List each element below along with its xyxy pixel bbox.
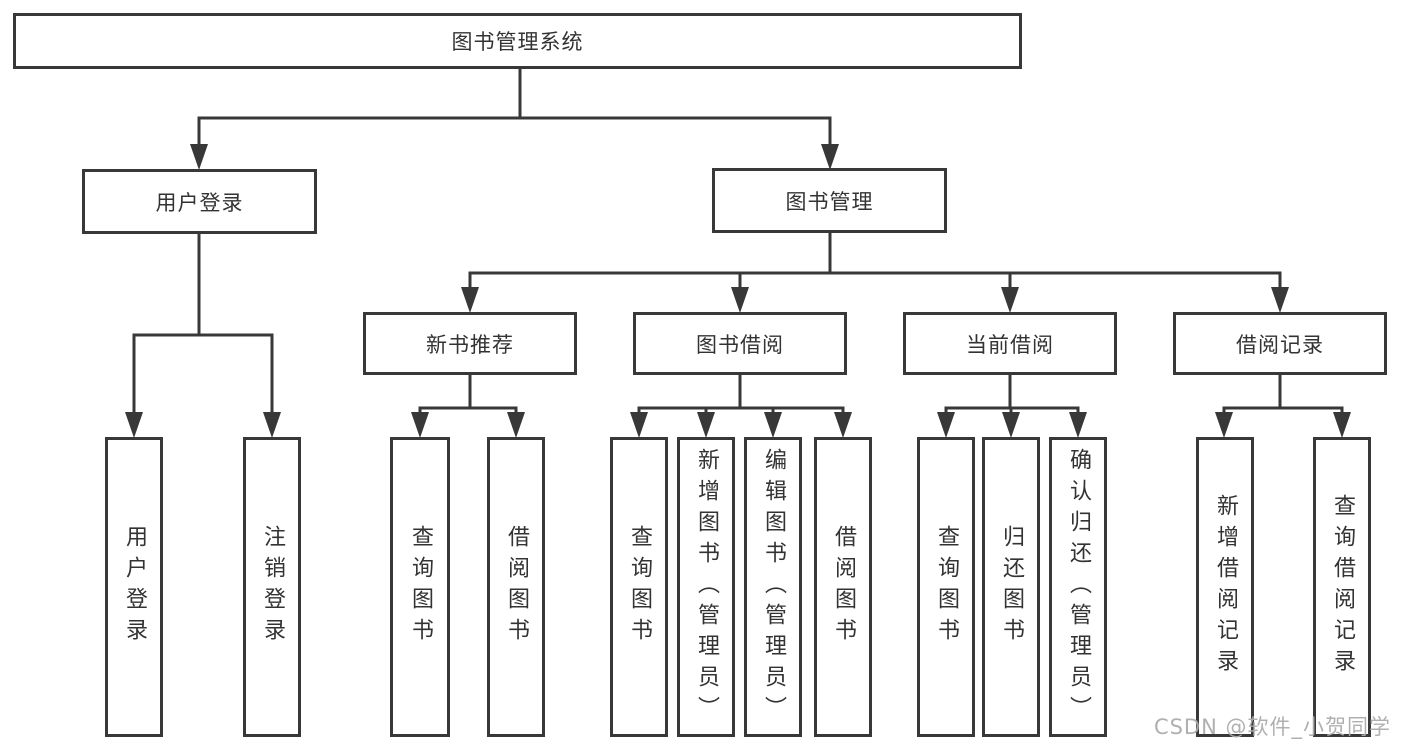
node-label: 用户登录 (122, 525, 147, 649)
node-label: 归还图书 (999, 525, 1024, 649)
node-label: 借阅记录 (1236, 332, 1324, 357)
leaf-borrow-books-borrowing: 借阅图书 (814, 437, 872, 737)
watermark: CSDN @软件_小贺同学 (1153, 715, 1391, 739)
node-label: 注销登录 (260, 525, 285, 649)
node-label: 图书管理 (785, 189, 874, 214)
leaf-query-books-current: 查询图书 (917, 437, 975, 737)
node-label: 新增借阅记录 (1213, 494, 1238, 680)
leaf-edit-books-admin: 编辑图书（管理员） (744, 437, 802, 737)
node-user-login: 用户登录 (82, 169, 317, 234)
node-label: 图书管理系统 (451, 30, 584, 54)
node-label: 查询图书 (627, 525, 652, 649)
leaf-query-books-borrowing: 查询图书 (610, 437, 668, 737)
node-label: 图书借阅 (696, 332, 784, 357)
leaf-return-books: 归还图书 (982, 437, 1040, 737)
node-label: 查询借阅记录 (1330, 494, 1355, 680)
node-current-borrowing: 当前借阅 (903, 312, 1117, 375)
node-label: 新书推荐 (426, 332, 514, 357)
leaf-logout: 注销登录 (243, 437, 301, 737)
leaf-add-borrow-record: 新增借阅记录 (1196, 437, 1254, 737)
node-book-management: 图书管理 (712, 168, 947, 233)
node-label: 用户登录 (155, 190, 244, 215)
leaf-query-borrow-record: 查询借阅记录 (1313, 437, 1371, 737)
node-library-management-system: 图书管理系统 (13, 13, 1022, 69)
node-label: 确认归还（管理员） (1066, 447, 1091, 727)
node-label: 查询图书 (934, 525, 959, 649)
node-label: 查询图书 (408, 525, 433, 649)
leaf-borrow-books-recommend: 借阅图书 (487, 437, 545, 737)
node-new-book-recommendation: 新书推荐 (363, 312, 577, 375)
node-label: 编辑图书（管理员） (761, 447, 786, 727)
leaf-user-login: 用户登录 (105, 437, 163, 737)
node-borrowing-records: 借阅记录 (1173, 312, 1387, 375)
leaf-add-books-admin: 新增图书（管理员） (677, 437, 735, 737)
node-label: 借阅图书 (831, 525, 856, 649)
node-label: 借阅图书 (504, 525, 529, 649)
node-book-borrowing: 图书借阅 (633, 312, 847, 375)
leaf-confirm-return-admin: 确认归还（管理员） (1049, 437, 1107, 737)
node-label: 当前借阅 (966, 332, 1054, 357)
node-label: 新增图书（管理员） (694, 447, 719, 727)
leaf-query-books-recommend: 查询图书 (390, 437, 450, 737)
